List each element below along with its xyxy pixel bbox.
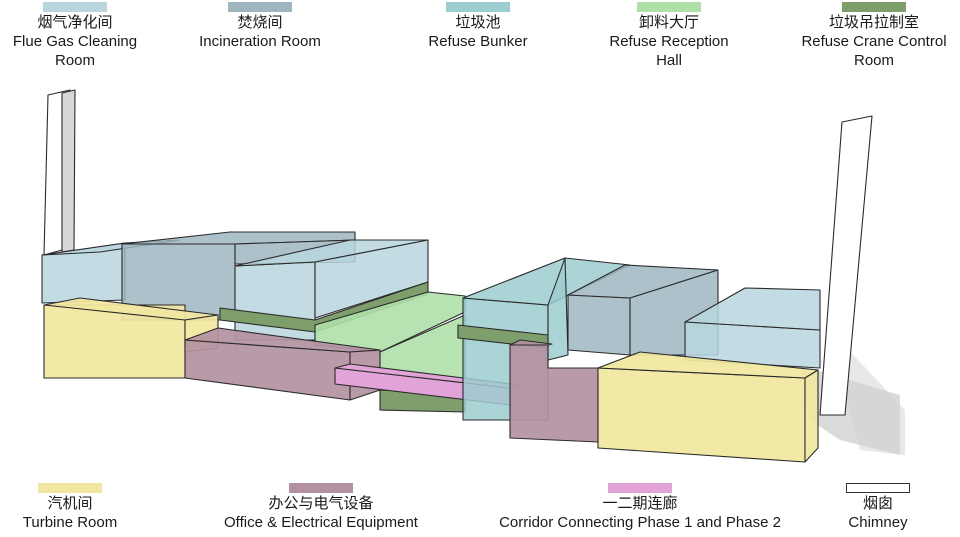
legend-chimney: 烟囱 Chimney	[828, 483, 928, 532]
legend-label-cn: 垃圾池	[455, 14, 501, 31]
legend-swatch-incineration	[228, 2, 292, 12]
legend-label-cn: 办公与电气设备	[268, 495, 374, 512]
turbine-right-side	[804, 369, 819, 463]
legend-swatch-bunker	[446, 2, 510, 12]
legend-label-en: Incineration Room	[199, 33, 321, 50]
legend-label-en: Chimney	[848, 514, 908, 531]
legend-refuse-crane-control-room: 垃圾吊拉制室 Refuse Crane Control Room	[788, 2, 960, 70]
legend-refuse-reception-hall: 卸料大厅 Refuse Reception Hall	[594, 2, 744, 70]
incineration-right-front	[567, 294, 631, 356]
legend-label-cn: 卸料大厅	[638, 14, 699, 31]
legend-refuse-bunker: 垃圾池 Refuse Bunker	[408, 2, 548, 51]
legend-label-en: Corridor Connecting Phase 1 and Phase 2	[499, 514, 781, 531]
legend-label-cn: 烟囱	[862, 495, 893, 512]
legend-swatch-corridor	[608, 483, 672, 493]
legend-swatch-office	[289, 483, 353, 493]
legend-swatch-reception	[637, 2, 701, 12]
legend-label-en: Office & Electrical Equipment	[224, 514, 418, 531]
legend-label-cn: 汽机间	[47, 495, 93, 512]
legend-office-electrical: 办公与电气设备 Office & Electrical Equipment	[200, 483, 442, 532]
legend-label-cn: 烟气净化间	[37, 14, 113, 31]
legend-label-cn: 垃圾吊拉制室	[828, 14, 919, 31]
legend-corridor: 一二期连廊 Corridor Connecting Phase 1 and Ph…	[470, 483, 810, 532]
legend-swatch-crane	[842, 2, 906, 12]
incineration-block-top	[121, 231, 356, 245]
legend-label-en: Turbine Room	[22, 514, 118, 531]
legend-incineration-room: 焚烧间 Incineration Room	[180, 2, 340, 51]
flue-gas-right-top	[684, 287, 821, 331]
chimney-left-side	[61, 89, 76, 253]
legend-label-en: Refuse Reception Hall	[609, 33, 729, 69]
chimney-right	[819, 115, 873, 416]
legend-swatch-chimney	[846, 483, 910, 493]
legend-label-cn: 一二期连廊	[602, 495, 678, 512]
legend-swatch-flue	[43, 2, 107, 12]
legend-flue-gas-cleaning-room: 烟气净化间 Flue Gas Cleaning Room	[0, 2, 150, 70]
legend-swatch-turbine	[38, 483, 102, 493]
legend-label-en: Flue Gas Cleaning Room	[12, 33, 138, 69]
legend-label-en: Refuse Bunker	[428, 33, 528, 50]
office-right-top	[509, 339, 553, 346]
legend-label-cn: 焚烧间	[237, 14, 283, 31]
turbine-right-front	[597, 367, 806, 463]
office-right	[509, 344, 599, 443]
legend-turbine-room: 汽机间 Turbine Room	[0, 483, 140, 532]
legend-label-en: Refuse Crane Control Room	[801, 33, 947, 69]
